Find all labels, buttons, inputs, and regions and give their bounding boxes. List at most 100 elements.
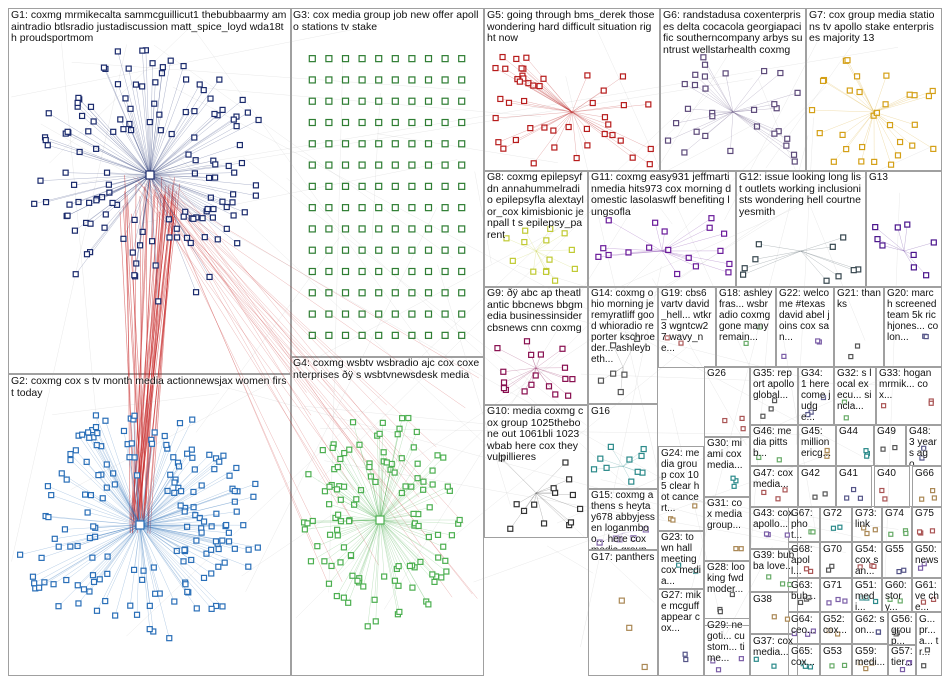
group-label-g48: G48: 3 years ago... [909,426,937,466]
group-box-g59: G59: medi... [852,644,888,676]
group-box-g68: G68: apoll... [788,542,820,578]
group-box-g38: G38 [750,592,798,634]
group-label-g24: G24: media group cox 105 clear hot cance… [661,448,700,514]
group-box-g12: G12: issue looking long list outlets wor… [736,170,866,288]
group-label-g73: G73: link [855,508,877,530]
group-label-g18: G18: ashleyfras... wsbradio coxmg gone m… [719,288,773,343]
group-box-g61: G61: ve che... [912,578,942,612]
group-box-g47: G47: cox media... [750,466,798,508]
group-label-g32: G32: s local execu... sincla... [837,368,872,412]
group-label-g26: G26 [707,368,726,379]
group-label-g55: G55 [885,544,904,555]
group-box-g35: G35: report apollo global... [750,366,798,426]
group-box-g53: G53 [820,644,852,676]
group-box-g39: G39: bubba love... [750,548,798,592]
group-label-g65: G65: cox... [791,646,815,668]
group-label-g50: G50: news [915,544,939,566]
group-box-g62: G62: son... [852,612,888,644]
group-label-g57: G57: tier... [891,646,913,668]
group-label-g10: G10: media coxmg cox group 1025thebone o… [487,406,584,463]
group-label-g56: G56: group... [891,614,913,646]
group-box-g24: G24: media group cox 105 clear hot cance… [658,446,704,532]
group-label-g40: G40 [877,468,896,479]
group-box-g63: G63: bub... [788,578,820,612]
group-label-g72: G72 [823,508,842,519]
group-box-g_pr: G... pr... a... tr... [916,612,942,676]
group-box-g48: G48: 3 years ago... [906,424,942,466]
group-box-g66: G66 [912,466,942,508]
group-label-g21: G21: thanks [837,288,881,310]
group-label-g8: G8: coxmg epilepsyfdn annahummelradio ep… [487,172,584,241]
group-label-g44: G44 [839,426,858,437]
group-box-g4: G4: coxmg wsbtv wsbradio ajc cox coxente… [290,356,484,676]
group-label-g53: G53 [823,646,842,657]
group-box-g29: G29: negoti... custom... time... [704,618,750,676]
group-label-g62: G62: son... [855,614,885,636]
group-box-g43: G43: cox apollo... [750,506,798,550]
group-box-g45: G45: million ericg... [798,424,836,466]
group-box-g75: G75 [912,506,942,542]
group-label-g6: G6: randstadusa coxenterprises delta coc… [663,10,803,56]
group-box-g70: G70 [820,542,852,578]
group-box-g10: G10: media coxmg cox group 1025thebone o… [484,404,588,538]
group-box-g28: G28: looking fwd moder... [704,560,750,626]
group-box-g46: G46: media pittsb... [750,424,798,466]
group-label-g7: G7: cox group media stations tv apollo s… [809,10,935,44]
group-label-g17: G17: panthers [591,552,655,563]
group-label-g46: G46: media pittsb... [753,426,792,459]
group-label-g5: G5: going through bms_derek those wonder… [487,10,655,44]
group-label-g71: G71 [823,580,842,591]
group-box-g44: G44 [836,424,874,466]
group-label-g60: G60: story... [885,580,907,612]
group-label-g3: G3: cox media group job new offer apollo… [293,10,479,33]
group-box-g15: G15: coxmg athens s heytay678 abbyjessen… [588,488,658,550]
group-box-g74: G74 [882,506,912,542]
group-label-g15: G15: coxmg athens s heytay678 abbyjessen… [591,490,655,549]
group-label-g11: G11: coxmg easy931 jeffmartinmedia hits9… [591,172,732,218]
group-label-g33: G33: hogan mrmik... cox... [879,368,932,401]
group-box-g41: G41 [836,466,872,508]
group-box-g50: G50: news [912,542,942,578]
group-box-g8: G8: coxmg epilepsyfdn annahummelradio ep… [484,170,588,288]
group-box-g72: G72 [820,506,852,542]
group-box-g33: G33: hogan mrmik... cox... [876,366,942,426]
group-box-g40: G40 [874,466,910,508]
group-box-g14: G14: coxmg ohio morning jeremyratliff go… [588,286,658,404]
group-box-g60: G60: story... [882,578,912,612]
group-label-g39: G39: bubba love... [753,550,795,572]
group-label-g75: G75 [915,508,934,519]
group-label-g54: G54: cox san... [855,544,879,577]
group-box-g9: G9: ðÿ abc ap theatlantic bbcnews bbgmed… [484,286,588,406]
group-box-g73: G73: link [852,506,882,542]
group-box-g13: G13 [866,170,942,288]
group-box-g51: G51: medi... [852,578,882,612]
group-box-g6: G6: randstadusa coxenterprises delta coc… [660,8,806,172]
group-label-g_pr: G... pr... a... tr... [919,614,939,658]
group-label-g61: G61: ve che... [915,580,939,612]
group-label-g30: G30: miami cox media... [707,438,743,471]
group-label-g34: G34: 1 here come judge... [801,368,831,423]
group-box-g7: G7: cox group media stations tv apollo s… [806,8,942,172]
group-box-g30: G30: miami cox media... [704,436,750,498]
group-box-g3: G3: cox media group job new offer apollo… [290,8,484,358]
group-label-g43: G43: cox apollo... [753,508,794,530]
group-label-g16: G16 [591,406,610,417]
group-label-g52: G52: cox... [823,614,847,636]
group-box-g20: G20: march screened team 5k richjones...… [884,286,942,368]
group-box-g42: G42 [798,466,836,508]
group-box-g32: G32: s local execu... sincla... [834,366,876,426]
group-box-g22: G22: welcome #texas david abel joins cox… [776,286,834,368]
group-label-g31: G31: cox media group... [707,498,743,531]
group-box-g5: G5: going through bms_derek those wonder… [484,8,660,172]
group-label-g19: G19: cbs6 vartv david_hell... wtkr3 wgnt… [661,288,712,354]
group-box-g17: G17: panthers [588,550,658,676]
group-box-g27: G27: mike mcguff appear cox... [658,588,704,676]
group-label-g51: G51: medi... [855,580,877,612]
group-box-g11: G11: coxmg easy931 jeffmartinmedia hits9… [588,170,736,288]
group-label-g74: G74 [885,508,904,519]
group-box-g16: G16 [588,404,658,490]
group-box-g26: G26 [704,366,750,438]
group-label-g2: G2: coxmg cox s tv month media actionnew… [11,376,287,399]
group-label-g4: G4: coxmg wsbtv wsbradio ajc cox coxente… [293,358,480,381]
